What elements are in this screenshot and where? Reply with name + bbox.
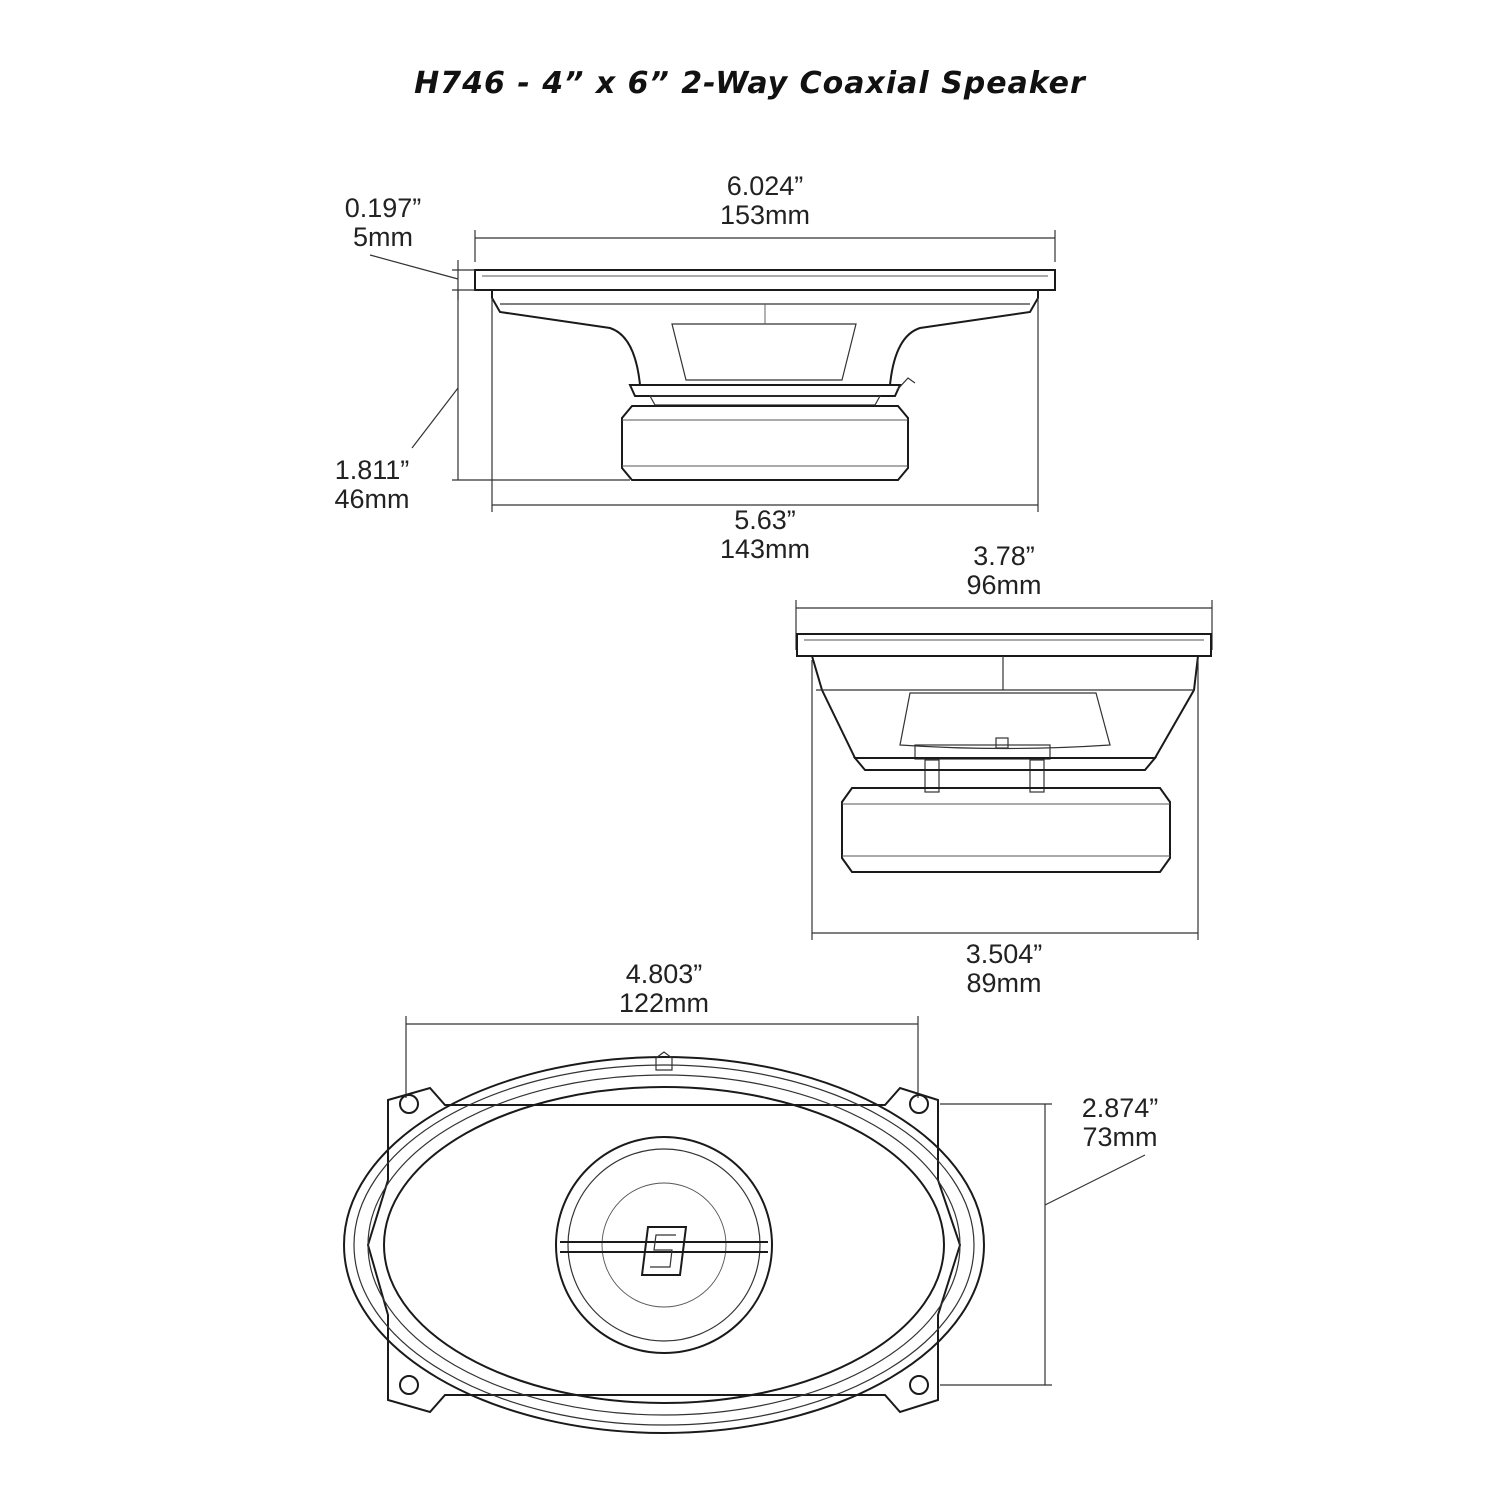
side-basket-width-mm: 143mm	[719, 534, 811, 564]
end-terminal-left	[924, 759, 940, 793]
depth-leader	[411, 387, 459, 449]
mounting-hole-bottom-right	[909, 1375, 929, 1395]
hole-spacing-vertical-mm: 73mm	[1082, 1122, 1158, 1152]
side-flange	[474, 269, 1056, 291]
side-basket-window	[671, 323, 857, 381]
mounting-hole-top-right	[909, 1094, 929, 1114]
hole-spacing-vertical-leader	[1044, 1154, 1146, 1206]
end-magnet	[841, 787, 1171, 873]
hole-spacing-vertical-label: 2.874” 73mm	[1050, 1094, 1190, 1152]
end-magnet-plate	[852, 757, 1158, 771]
flange-thickness-leader	[369, 254, 459, 280]
top-notch	[655, 1051, 673, 1071]
overall-width-mm: 153mm	[719, 200, 811, 230]
end-basket-width-label: 3.504” 89mm	[904, 940, 1104, 998]
tweeter-outer-ring	[555, 1136, 773, 1354]
top-oval-outer	[343, 1056, 985, 1434]
hole-spacing-vertical-inch: 2.874”	[1081, 1093, 1159, 1123]
side-basket-width-inch: 5.63”	[734, 505, 796, 535]
hole-spacing-horizontal-inch: 4.803”	[625, 959, 703, 989]
mounting-hole-top-left	[399, 1094, 419, 1114]
s-badge-icon	[640, 1226, 688, 1276]
top-oval-ring-2	[367, 1074, 961, 1416]
end-overall-width-inch: 3.78”	[973, 541, 1035, 571]
end-basket-width-mm: 89mm	[966, 968, 1042, 998]
hole-spacing-horizontal-mm: 122mm	[618, 988, 710, 1018]
end-overall-width-label: 3.78” 96mm	[904, 542, 1104, 600]
top-oval-ring-1	[353, 1064, 975, 1426]
top-view	[343, 1016, 1146, 1434]
end-terminal-right	[1029, 759, 1045, 793]
mount-depth-label: 1.811” 46mm	[302, 456, 442, 514]
end-flange	[796, 633, 1212, 657]
top-frame-outline	[366, 1086, 962, 1414]
end-basket-width-inch: 3.504”	[965, 939, 1043, 969]
flange-thickness-inch: 0.197”	[344, 193, 422, 223]
overall-width-label: 6.024” 153mm	[665, 172, 865, 230]
side-basket-width-label: 5.63” 143mm	[665, 506, 865, 564]
page-title: H746 - 4” x 6” 2-Way Coaxial Speaker	[414, 66, 1086, 101]
side-terminal	[896, 377, 916, 391]
top-oval-cone-edge	[383, 1086, 945, 1404]
mount-depth-inch: 1.811”	[334, 455, 410, 485]
flange-thickness-label: 0.197” 5mm	[318, 194, 448, 252]
end-basket-window	[899, 692, 1111, 750]
mounting-hole-bottom-left	[399, 1375, 419, 1395]
tweeter-inner-ring	[567, 1148, 761, 1342]
flange-thickness-mm: 5mm	[353, 222, 413, 252]
overall-width-inch: 6.024”	[726, 171, 804, 201]
end-overall-width-mm: 96mm	[966, 570, 1042, 600]
hole-spacing-horizontal-label: 4.803” 122mm	[564, 960, 764, 1018]
end-view	[795, 600, 1213, 940]
side-magnet-washer	[648, 395, 882, 406]
end-terminal-center	[995, 737, 1009, 749]
mount-depth-mm: 46mm	[334, 484, 410, 514]
side-magnet	[621, 405, 909, 481]
side-magnet-plate	[628, 384, 902, 397]
tweeter-dome	[601, 1182, 727, 1308]
end-basket	[810, 655, 1200, 759]
side-view	[369, 230, 1056, 512]
